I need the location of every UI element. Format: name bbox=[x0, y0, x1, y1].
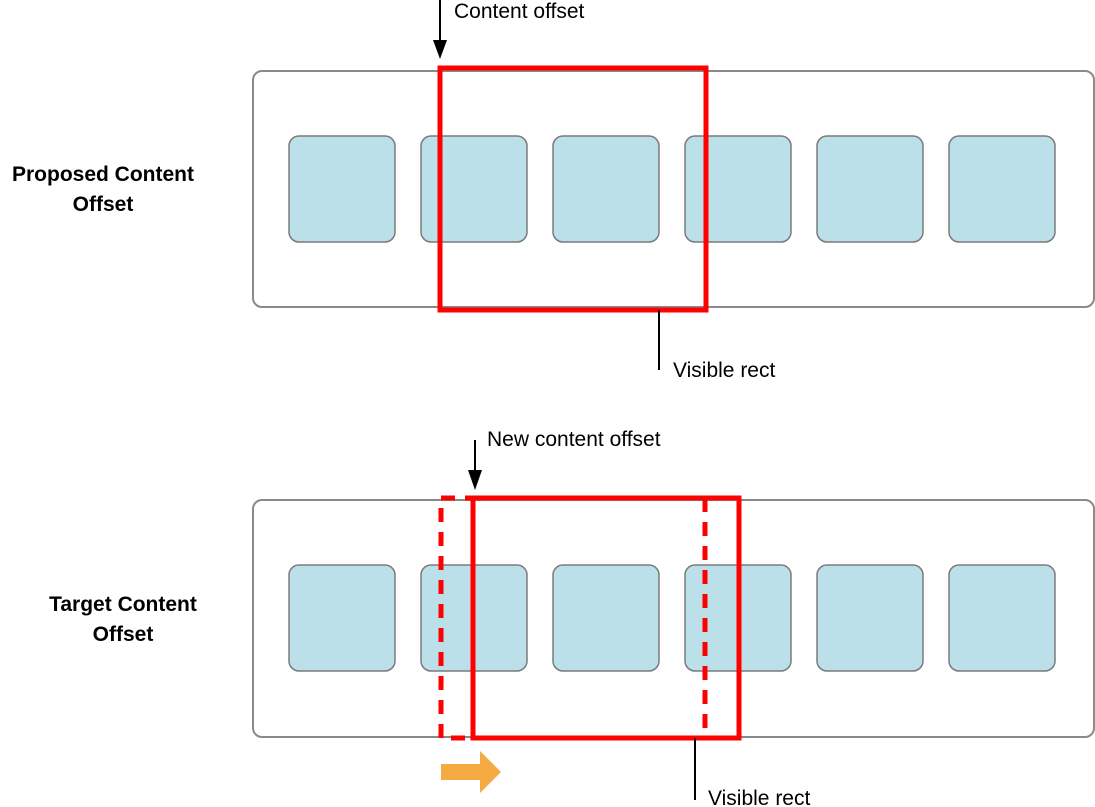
collection-cell bbox=[816, 564, 924, 672]
down-arrow-icon bbox=[433, 40, 447, 59]
offset-label: Content offset bbox=[454, 0, 585, 23]
visible-rect bbox=[437, 65, 709, 313]
offset-label: New content offset bbox=[487, 428, 661, 451]
proposed-panel: Proposed Content Offset Content offset V… bbox=[12, 0, 1095, 382]
side-label-line1: Target Content bbox=[49, 593, 197, 616]
visible-rect-label: Visible rect bbox=[708, 787, 810, 807]
collection-cell bbox=[816, 135, 924, 243]
target-panel: Target Content Offset New content offset… bbox=[49, 428, 1095, 807]
collection-cell bbox=[948, 135, 1056, 243]
visible-rect-label: Visible rect bbox=[673, 359, 775, 382]
collection-cell bbox=[288, 564, 396, 672]
side-label-line2: Offset bbox=[73, 193, 134, 216]
collection-cell bbox=[552, 135, 660, 243]
collection-cell bbox=[420, 135, 528, 243]
scroll-container bbox=[252, 70, 1095, 308]
down-arrow-icon bbox=[468, 470, 482, 490]
right-arrow-icon bbox=[441, 751, 501, 793]
collection-cell bbox=[948, 564, 1056, 672]
collection-cell bbox=[288, 135, 396, 243]
side-label-line2: Offset bbox=[93, 623, 154, 646]
collection-cell bbox=[684, 135, 792, 243]
visible-rect bbox=[470, 495, 742, 741]
side-label-line1: Proposed Content bbox=[12, 163, 194, 186]
collection-cell bbox=[552, 564, 660, 672]
